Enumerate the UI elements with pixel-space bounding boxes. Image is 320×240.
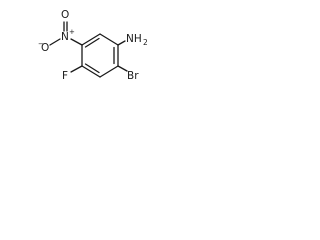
nitro-minus-charge: − (38, 40, 44, 48)
nitro-plus-charge: + (69, 28, 75, 36)
nitro-nitrogen-label: N (61, 31, 69, 43)
bond-c3-br (117, 65, 128, 72)
amine-group: NH 2 (126, 33, 148, 47)
ring-bond-c4-c5-inner (84, 63, 100, 74)
bond-n-o-left (49, 38, 61, 46)
ring-bond-c6-c1-inner (84, 37, 100, 48)
amine-subscript: 2 (143, 38, 148, 47)
nitro-oxygen-left-label: O (41, 42, 49, 54)
bond-c6-n-nitro (70, 38, 83, 46)
bond-c5-f (70, 65, 83, 73)
ring-bond-c1-c2 (99, 33, 119, 46)
amine-nitrogen-label: NH (126, 33, 142, 45)
ring-bond-c3-c4 (99, 65, 119, 78)
bromo-label: Br (127, 70, 139, 82)
ring-bond-c6-c1 (81, 33, 101, 46)
fluoro-label: F (62, 70, 68, 82)
ring-bond-c4-c5 (81, 65, 101, 78)
benzene-ring (81, 33, 119, 78)
bond-c2-n-amine (117, 40, 126, 46)
molecule-structure: NH 2 Br F N + O O − (38, 9, 148, 82)
nitro-oxygen-top-label: O (61, 9, 69, 21)
nitro-group: N + O O − (38, 9, 75, 54)
